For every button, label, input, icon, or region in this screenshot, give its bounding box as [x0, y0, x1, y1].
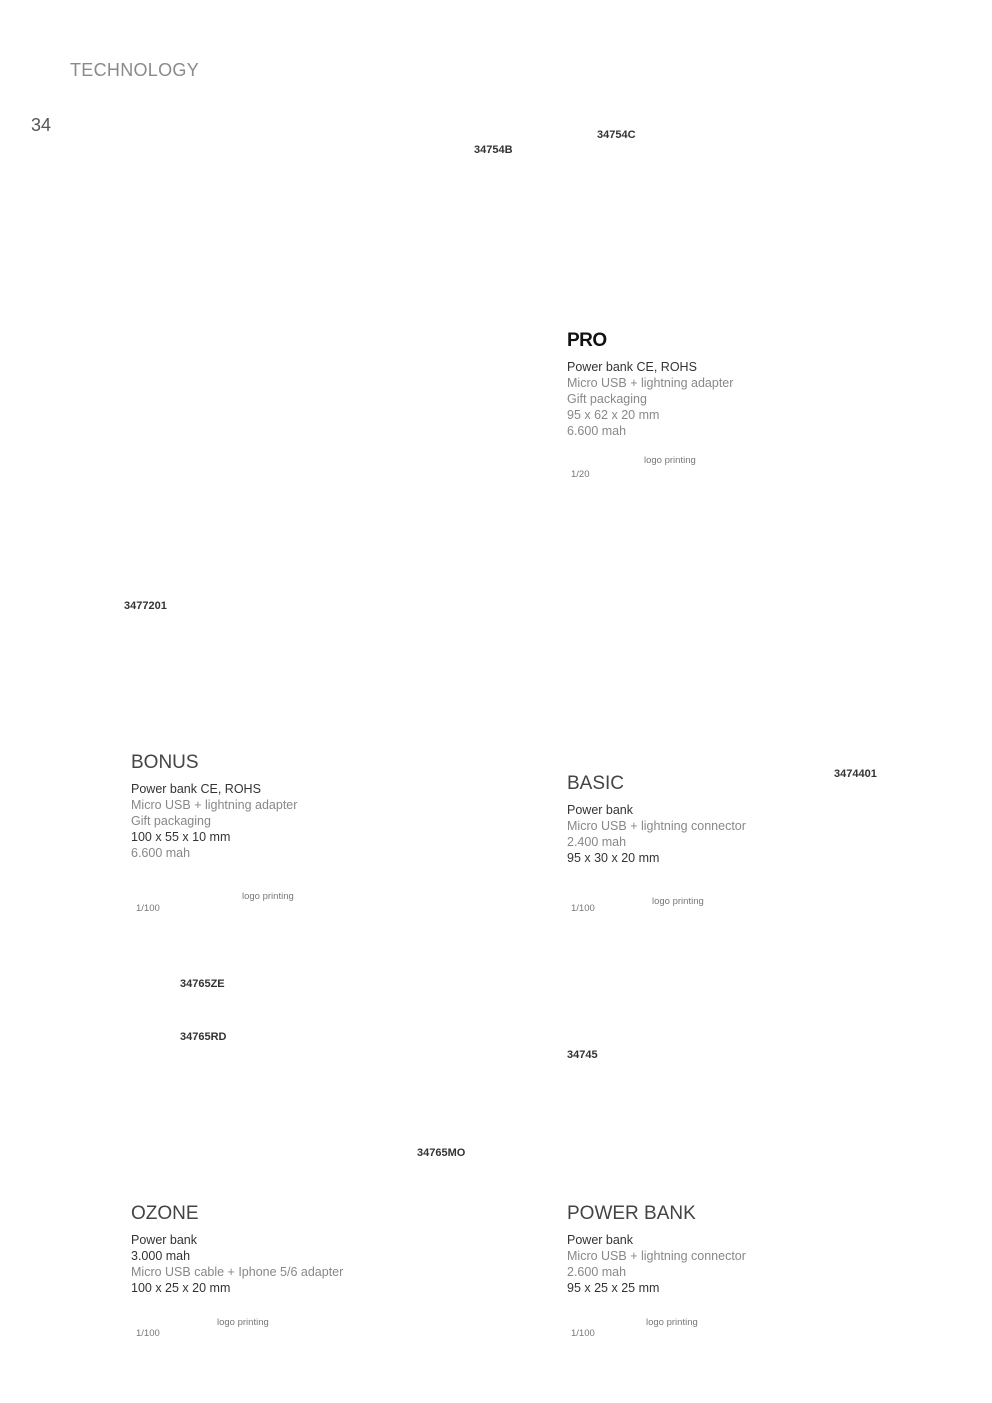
product-title-basic: BASIC	[567, 773, 625, 794]
product-title-powerbank: POWER BANK	[567, 1203, 696, 1224]
logo-printing-label: logo printing	[217, 1317, 269, 1328]
logo-printing-label: logo printing	[242, 891, 294, 902]
page-number: 34	[31, 115, 52, 135]
logo-printing-label: logo printing	[644, 455, 696, 466]
section-title: TECHNOLOGY	[70, 60, 200, 80]
spec-line: Micro USB + lightning connector	[567, 819, 746, 833]
logo-printing-label: logo printing	[652, 896, 704, 907]
product-code-ozone-rd: 34765RD	[180, 1031, 227, 1043]
spec-line: Power bank	[567, 803, 634, 817]
spec-line: Power bank CE, ROHS	[567, 360, 697, 374]
packing-quantity: 1/100	[571, 903, 595, 914]
spec-line: 95 x 25 x 25 mm	[567, 1281, 660, 1295]
spec-line: 95 x 30 x 20 mm	[567, 851, 660, 865]
spec-line: Power bank	[567, 1233, 634, 1247]
product-specs-pro: Power bank CE, ROHS Micro USB + lightnin…	[567, 359, 733, 439]
product-code-ozone-mo: 34765MO	[417, 1147, 466, 1159]
spec-line: 95 x 62 x 20 mm	[567, 408, 660, 422]
spec-line: Gift packaging	[131, 814, 211, 828]
spec-line: 6.600 mah	[567, 424, 627, 438]
spec-line: Power bank	[131, 1233, 198, 1247]
product-code-pro-b: 34754B	[474, 144, 513, 156]
spec-line: 6.600 mah	[131, 846, 191, 860]
packing-quantity: 1/20	[571, 469, 590, 480]
product-title-ozone: OZONE	[131, 1203, 199, 1224]
product-specs-ozone: Power bank 3.000 mah Micro USB cable + I…	[131, 1232, 343, 1296]
spec-line: 100 x 25 x 20 mm	[131, 1281, 231, 1295]
product-specs-basic: Power bank Micro USB + lightning connect…	[567, 802, 746, 866]
spec-line: Gift packaging	[567, 392, 647, 406]
product-specs-bonus: Power bank CE, ROHS Micro USB + lightnin…	[131, 781, 297, 861]
product-code-pro-c: 34754C	[597, 129, 636, 141]
product-code-ozone-ze: 34765ZE	[180, 978, 225, 990]
product-code-bonus: 3477201	[124, 600, 167, 612]
product-title-pro: PRO	[567, 330, 607, 351]
product-specs-powerbank: Power bank Micro USB + lightning connect…	[567, 1232, 746, 1296]
spec-line: Micro USB + lightning adapter	[131, 798, 298, 812]
product-title-bonus: BONUS	[131, 752, 199, 773]
spec-line: Micro USB + lightning connector	[567, 1249, 746, 1263]
packing-quantity: 1/100	[571, 1328, 595, 1339]
product-code-basic: 3474401	[834, 768, 877, 780]
spec-line: 2.600 mah	[567, 1265, 627, 1279]
spec-line: Power bank CE, ROHS	[131, 782, 261, 796]
spec-line: 100 x 55 x 10 mm	[131, 830, 231, 844]
packing-quantity: 1/100	[136, 903, 160, 914]
product-code-powerbank: 34745	[567, 1049, 598, 1061]
logo-printing-label: logo printing	[646, 1317, 698, 1328]
spec-line: 3.000 mah	[131, 1249, 191, 1263]
packing-quantity: 1/100	[136, 1328, 160, 1339]
spec-line: Micro USB + lightning adapter	[567, 376, 734, 390]
spec-line: 2.400 mah	[567, 835, 627, 849]
spec-line: Micro USB cable + Iphone 5/6 adapter	[131, 1265, 344, 1279]
